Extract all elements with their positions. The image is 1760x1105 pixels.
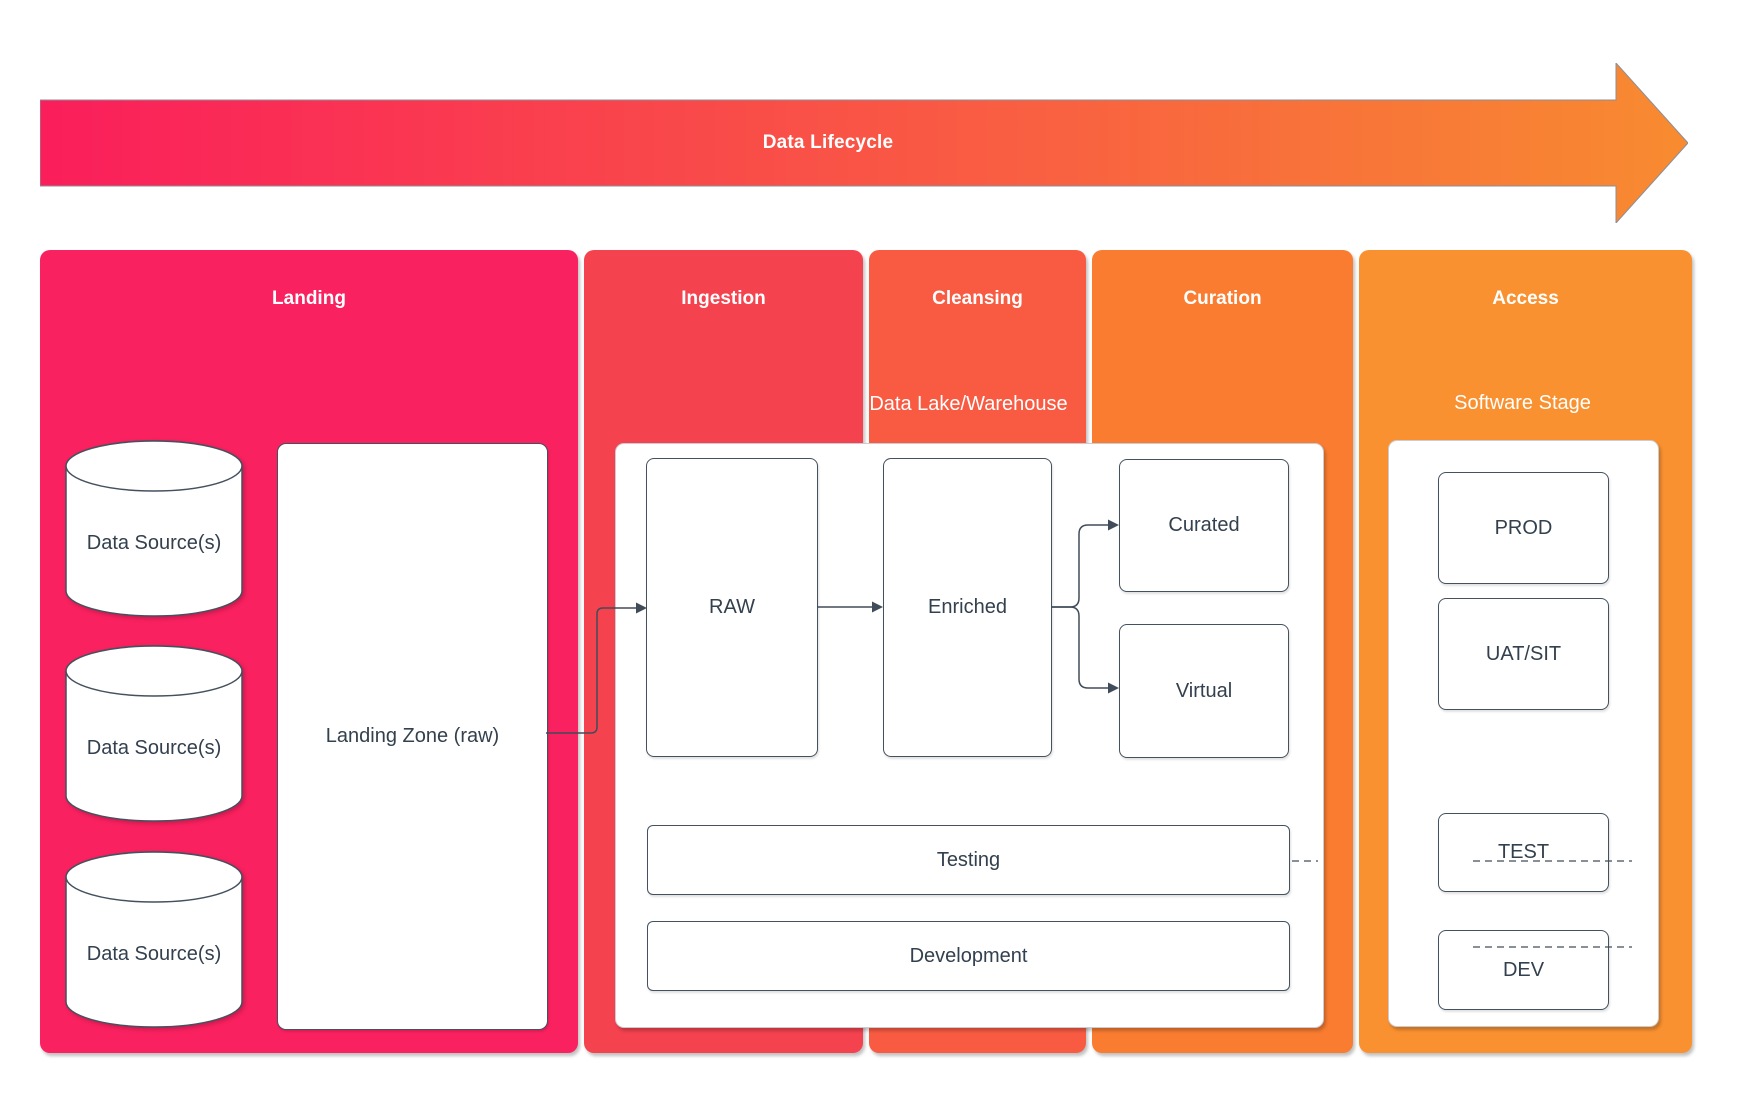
arrow-shape bbox=[40, 63, 1688, 223]
raw-label: RAW bbox=[709, 596, 755, 618]
testing-box: Testing bbox=[647, 825, 1290, 895]
lifecycle-arrow-title: Data Lifecycle bbox=[762, 132, 894, 153]
lifecycle-arrow bbox=[40, 63, 1688, 223]
stage-label-cleansing: Cleansing bbox=[932, 288, 1023, 309]
stage-label-ingestion: Ingestion bbox=[681, 288, 766, 309]
curated-box: Curated bbox=[1119, 459, 1289, 592]
prod-label: PROD bbox=[1494, 516, 1553, 539]
virtual-box: Virtual bbox=[1119, 624, 1289, 758]
data-source-cylinder-3: Data Source(s) bbox=[65, 851, 243, 1028]
development-label: Development bbox=[909, 944, 1028, 967]
test-label: TEST bbox=[1497, 841, 1550, 863]
enriched-label: Enriched bbox=[928, 596, 1007, 618]
development-box: Development bbox=[647, 921, 1290, 991]
uat-sit-label: UAT/SIT bbox=[1485, 642, 1562, 665]
uat-sit-box: UAT/SIT bbox=[1438, 598, 1609, 710]
landing-zone-label: Landing Zone (raw) bbox=[325, 725, 500, 747]
landing-zone-box: Landing Zone (raw) bbox=[277, 443, 548, 1030]
raw-box: RAW bbox=[646, 458, 818, 757]
stage-label-access: Access bbox=[1492, 288, 1559, 309]
stage-label-curation: Curation bbox=[1183, 288, 1262, 309]
data-lake-warehouse-title: Data Lake/Warehouse bbox=[869, 392, 1068, 415]
virtual-label: Virtual bbox=[1175, 679, 1233, 702]
data-source-label: Data Source(s) bbox=[86, 532, 222, 554]
test-box: TEST bbox=[1438, 813, 1609, 892]
stage-label-landing: Landing bbox=[272, 288, 346, 309]
dev-label: DEV bbox=[1502, 958, 1545, 981]
software-stage-title: Software Stage bbox=[1454, 391, 1591, 414]
enriched-box: Enriched bbox=[883, 458, 1052, 757]
data-source-cylinder-1: Data Source(s) bbox=[65, 440, 243, 617]
curated-label: Curated bbox=[1168, 514, 1240, 536]
data-source-label: Data Source(s) bbox=[86, 737, 222, 759]
data-source-cylinder-2: Data Source(s) bbox=[65, 645, 243, 822]
dev-box: DEV bbox=[1438, 930, 1609, 1010]
prod-box: PROD bbox=[1438, 472, 1609, 584]
testing-label: Testing bbox=[936, 848, 1001, 871]
data-source-label: Data Source(s) bbox=[86, 943, 222, 965]
